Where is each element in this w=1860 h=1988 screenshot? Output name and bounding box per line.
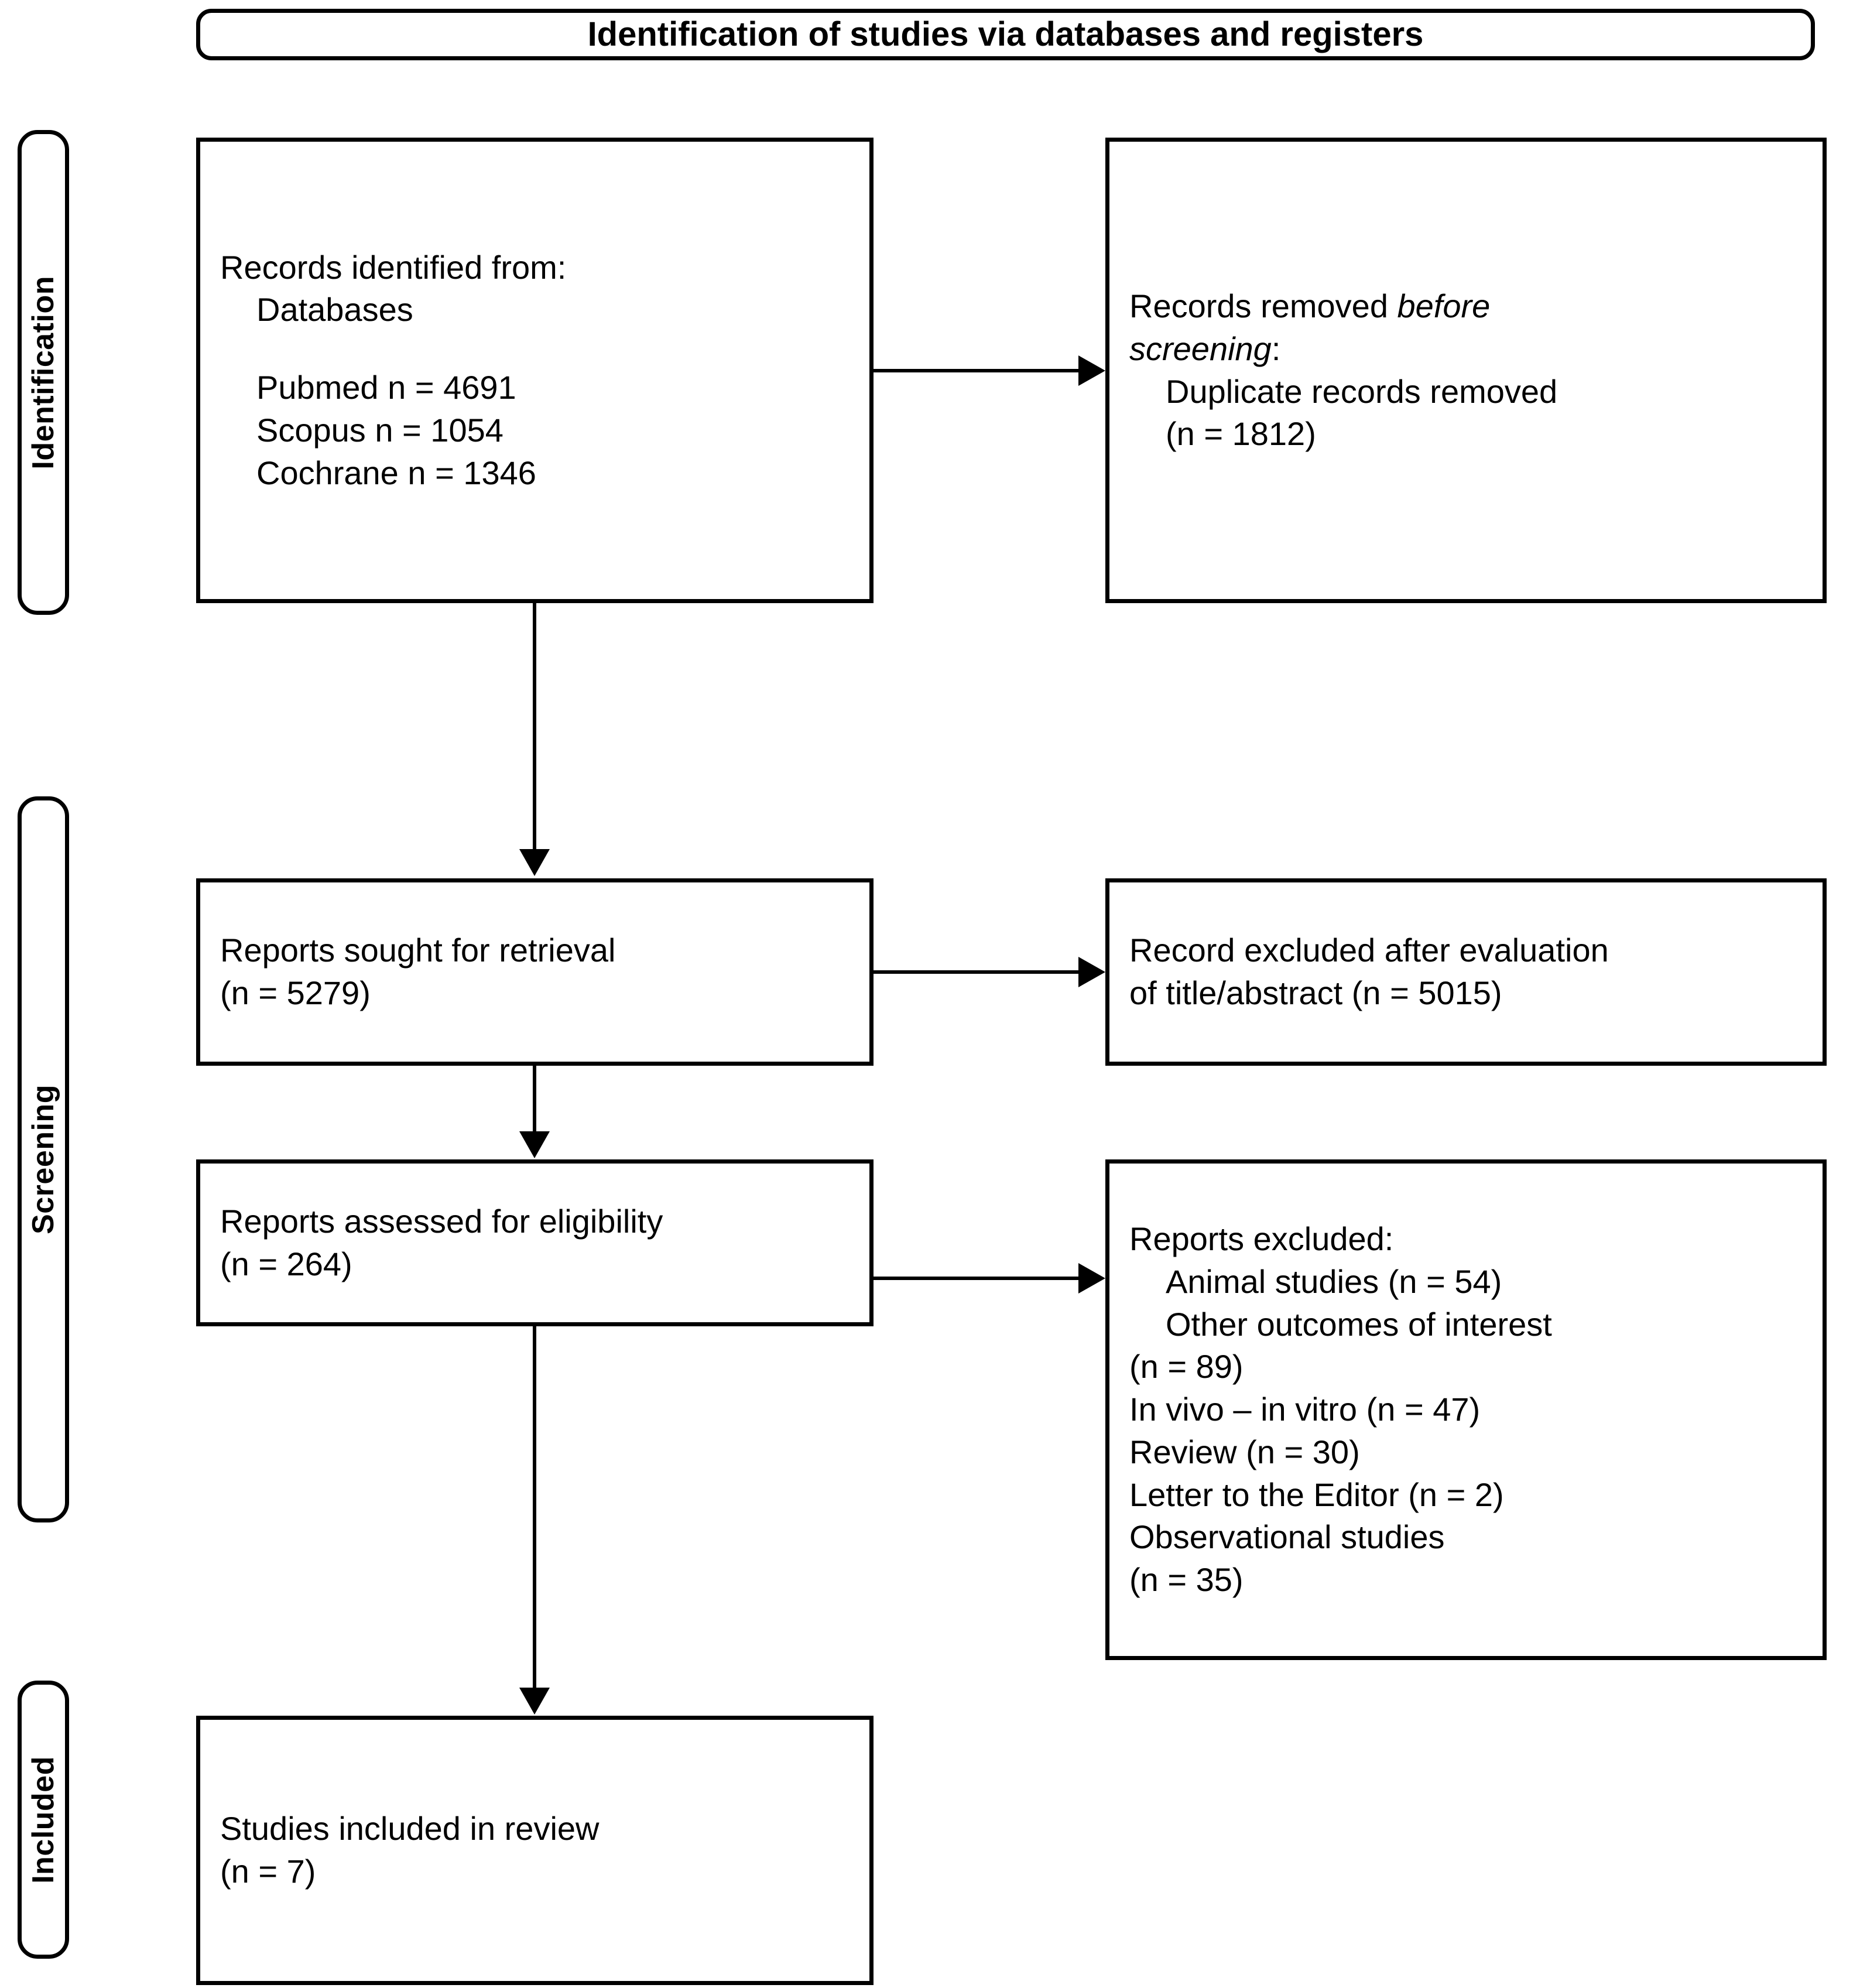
studies-included-line-1: Studies included in review — [220, 1810, 600, 1847]
records-identified-line-2: Databases — [256, 291, 413, 329]
records-identified-spacer — [220, 331, 849, 367]
records-excluded-title-line-2: of title/abstract (n = 5015) — [1129, 974, 1502, 1011]
records-excluded-title-line-1: Record excluded after evaluation — [1129, 932, 1609, 969]
reports-excluded-animal-studies: Animal studies (n = 54) — [1166, 1262, 1502, 1300]
records-identified-pubmed: Pubmed n = 4691 — [256, 369, 516, 406]
records-removed-line-1: Records removed before — [1129, 285, 1803, 328]
records-removed-duplicates: Duplicate records removed — [1166, 372, 1558, 410]
box-reports-assessed-body: Reports assessed for eligibility (n = 26… — [200, 1200, 869, 1286]
reports-assessed-line-1: Reports assessed for eligibility — [220, 1202, 663, 1240]
arrowhead-sought-to-excluded-title — [1078, 957, 1105, 987]
records-removed-line-1-plain: Records removed — [1129, 287, 1397, 324]
connector-identified-to-sought — [533, 603, 536, 849]
records-removed-line-1-italic: before — [1397, 287, 1491, 324]
records-removed-line-2: screening: — [1129, 328, 1803, 371]
diagram-title: Identification of studies via databases … — [587, 15, 1424, 54]
connector-sought-to-assessed — [533, 1066, 536, 1131]
box-studies-included: Studies included in review (n = 7) — [196, 1716, 874, 1985]
reports-excluded-observational-count: (n = 35) — [1129, 1561, 1244, 1599]
box-reports-excluded: Reports excluded: Animal studies (n = 54… — [1105, 1159, 1827, 1660]
stage-label-identification: Identification — [26, 275, 60, 470]
box-records-removed: Records removed before screening: Duplic… — [1105, 138, 1827, 603]
box-reports-excluded-body: Reports excluded: Animal studies (n = 54… — [1109, 1218, 1823, 1602]
connector-assessed-to-included — [533, 1326, 536, 1688]
box-records-identified: Records identified from: Databases Pubme… — [196, 138, 874, 603]
box-reports-sought-body: Reports sought for retrieval (n = 5279) — [200, 929, 869, 1015]
reports-sought-line-1: Reports sought for retrieval — [220, 932, 616, 969]
records-identified-line-1: Records identified from: — [220, 248, 567, 286]
reports-excluded-letter-editor: Letter to the Editor (n = 2) — [1129, 1476, 1504, 1513]
stage-label-screening: Screening — [26, 1084, 60, 1234]
records-removed-line-2-plain: : — [1271, 330, 1281, 367]
studies-included-count: (n = 7) — [220, 1853, 316, 1890]
box-records-removed-body: Records removed before screening: Duplic… — [1109, 285, 1823, 456]
stage-pill-included: Included — [18, 1681, 69, 1959]
records-identified-scopus: Scopus n = 1054 — [256, 411, 503, 449]
reports-excluded-in-vivo-in-vitro: In vivo – in vitro (n = 47) — [1129, 1391, 1481, 1428]
records-identified-cochrane: Cochrane n = 1346 — [256, 454, 536, 491]
arrowhead-assessed-to-excluded — [1078, 1263, 1105, 1294]
arrowhead-assessed-to-included — [519, 1688, 550, 1715]
box-records-identified-body: Records identified from: Databases Pubme… — [200, 247, 869, 495]
stage-pill-screening: Screening — [18, 796, 69, 1522]
reports-excluded-other-outcomes-count: (n = 89) — [1129, 1348, 1244, 1385]
reports-excluded-observational: Observational studies — [1129, 1518, 1445, 1556]
reports-excluded-review: Review (n = 30) — [1129, 1433, 1360, 1470]
arrowhead-sought-to-assessed — [519, 1131, 550, 1158]
connector-identified-to-removed — [874, 369, 1078, 372]
arrowhead-identified-to-removed — [1078, 355, 1105, 386]
stage-label-included: Included — [26, 1756, 60, 1884]
reports-excluded-header: Reports excluded: — [1129, 1220, 1394, 1257]
arrowhead-identified-to-sought — [519, 849, 550, 876]
records-removed-duplicates-count: (n = 1812) — [1166, 415, 1316, 453]
box-studies-included-body: Studies included in review (n = 7) — [200, 1808, 869, 1893]
connector-sought-to-excluded-title — [874, 970, 1078, 974]
box-records-excluded-title-abstract: Record excluded after evaluation of titl… — [1105, 878, 1827, 1066]
stage-pill-identification: Identification — [18, 130, 69, 615]
box-records-excluded-title-abstract-body: Record excluded after evaluation of titl… — [1109, 929, 1823, 1015]
box-reports-sought: Reports sought for retrieval (n = 5279) — [196, 878, 874, 1066]
connector-assessed-to-excluded — [874, 1277, 1078, 1280]
reports-assessed-count: (n = 264) — [220, 1245, 352, 1282]
records-removed-line-2-italic: screening — [1129, 330, 1272, 367]
diagram-title-banner: Identification of studies via databases … — [196, 9, 1815, 60]
reports-sought-count: (n = 5279) — [220, 974, 371, 1011]
reports-excluded-other-outcomes: Other outcomes of interest — [1166, 1305, 1552, 1343]
box-reports-assessed: Reports assessed for eligibility (n = 26… — [196, 1159, 874, 1326]
